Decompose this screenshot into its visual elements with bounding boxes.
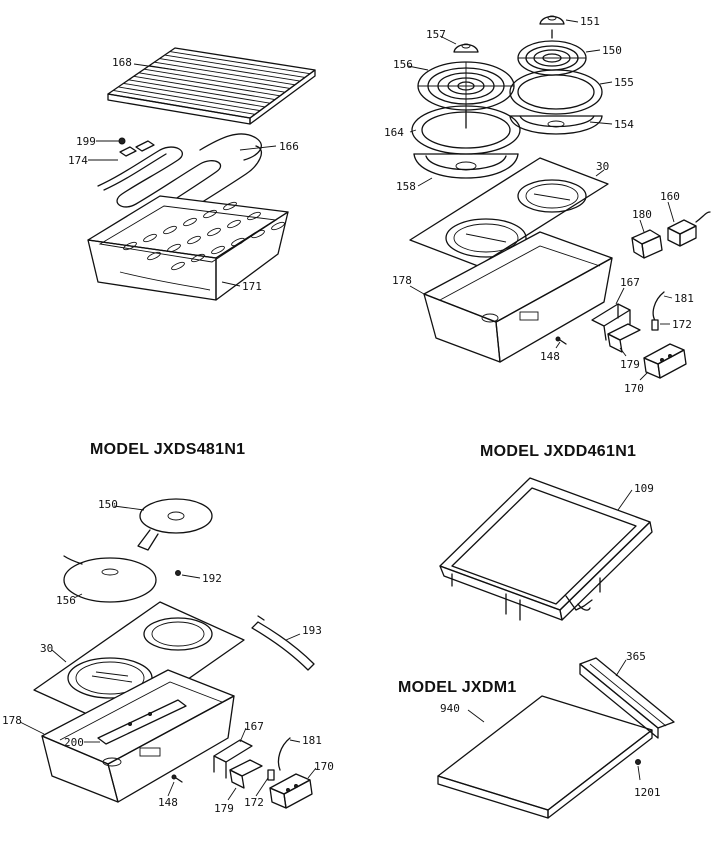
callout-148: 148 (540, 350, 560, 363)
callout-940: 940 (440, 702, 460, 715)
filler-panel-940 (437, 695, 653, 819)
callout-150-jxds: 150 (98, 498, 118, 511)
screw-192 (175, 570, 181, 576)
coil-element-150 (517, 29, 587, 76)
switch-170 (643, 343, 687, 379)
callout-179: 179 (620, 358, 640, 371)
grill-module: 168 199 174 166 171 (68, 47, 316, 301)
grill-drip-pan (87, 195, 289, 301)
callout-192: 192 (202, 572, 222, 585)
callout-155: 155 (614, 76, 634, 89)
shield-179-jxds (229, 759, 263, 789)
callout-166: 166 (279, 140, 299, 153)
jxdm1-cover: 365 940 1201 (437, 650, 675, 819)
plate-200 (97, 699, 187, 745)
cooktop-panel-30 (409, 157, 609, 267)
callout-151: 151 (580, 15, 600, 28)
callout-199: 199 (76, 135, 96, 148)
callout-30-jxds: 30 (40, 642, 53, 655)
callout-156-jxds: 156 (56, 594, 76, 607)
callout-167: 167 (620, 276, 640, 289)
callout-181-jxds: 181 (302, 734, 322, 747)
jxdd461n1-griddle: 109 (439, 477, 654, 621)
wire-181-jxds (277, 737, 291, 771)
screw-148 (555, 336, 567, 345)
callout-178-jxds: 178 (2, 714, 22, 727)
wire-181 (652, 291, 665, 323)
callout-150: 150 (602, 44, 622, 57)
model-title-jxds481n1: MODEL JXDS481N1 (90, 441, 245, 458)
drip-bowl-154 (509, 115, 603, 135)
model-title-jxdd461n1: MODEL JXDD461N1 (480, 443, 636, 460)
screw-148-jxds (171, 774, 183, 783)
burner-box-178-jxds (41, 669, 235, 803)
callout-109: 109 (634, 482, 654, 495)
callout-181: 181 (674, 292, 694, 305)
drip-bowl-158 (413, 153, 519, 179)
grill-grate (107, 47, 316, 125)
callout-1201: 1201 (634, 786, 661, 799)
callout-164: 164 (384, 126, 404, 139)
callout-172-jxds: 172 (244, 796, 264, 809)
model-title-jxdm1: MODEL JXDM1 (398, 679, 517, 696)
connector-160 (667, 211, 711, 247)
callout-160: 160 (660, 190, 680, 203)
callout-158: 158 (396, 180, 416, 193)
coil-element-156 (417, 61, 515, 129)
bracket-167-jxds (213, 739, 253, 779)
solid-element-156 (63, 555, 157, 603)
callout-172: 172 (672, 318, 692, 331)
trim-cap-151 (539, 15, 565, 25)
callout-168: 168 (112, 56, 132, 69)
callout-170: 170 (624, 382, 644, 395)
solid-element-150 (137, 498, 213, 551)
callout-200: 200 (64, 736, 84, 749)
callout-154: 154 (614, 118, 634, 131)
callout-174: 174 (68, 154, 88, 167)
callout-156: 156 (393, 58, 413, 71)
trim-ring-155 (509, 69, 603, 115)
terminal-block-180 (631, 229, 663, 259)
bracket-193 (251, 615, 315, 671)
jxds481n1-assembly: 150 156 192 30 193 178 167 200 181 170 1… (2, 498, 334, 815)
burner-box-178 (423, 231, 613, 363)
callout-179-jxds: 179 (214, 802, 234, 815)
callout-193: 193 (302, 624, 322, 637)
clip-172-jxds (267, 769, 275, 781)
callout-167-jxds: 167 (244, 720, 264, 733)
callout-178: 178 (392, 274, 412, 287)
bracket-167 (591, 303, 631, 341)
callout-148-jxds: 148 (158, 796, 178, 809)
screw-1201 (635, 759, 641, 765)
rail-365 (579, 657, 675, 739)
clip-172 (651, 319, 659, 331)
callout-157: 157 (426, 28, 446, 41)
callout-171: 171 (242, 280, 262, 293)
coil-module: 157 151 156 150 155 164 154 158 30 180 1… (384, 15, 711, 395)
shield-179 (607, 323, 641, 353)
trim-cap-157 (453, 43, 479, 53)
callout-170-jxds: 170 (314, 760, 334, 773)
switch-170-jxds (269, 773, 313, 809)
callout-30: 30 (596, 160, 609, 173)
callout-365: 365 (626, 650, 646, 663)
callout-180: 180 (632, 208, 652, 221)
